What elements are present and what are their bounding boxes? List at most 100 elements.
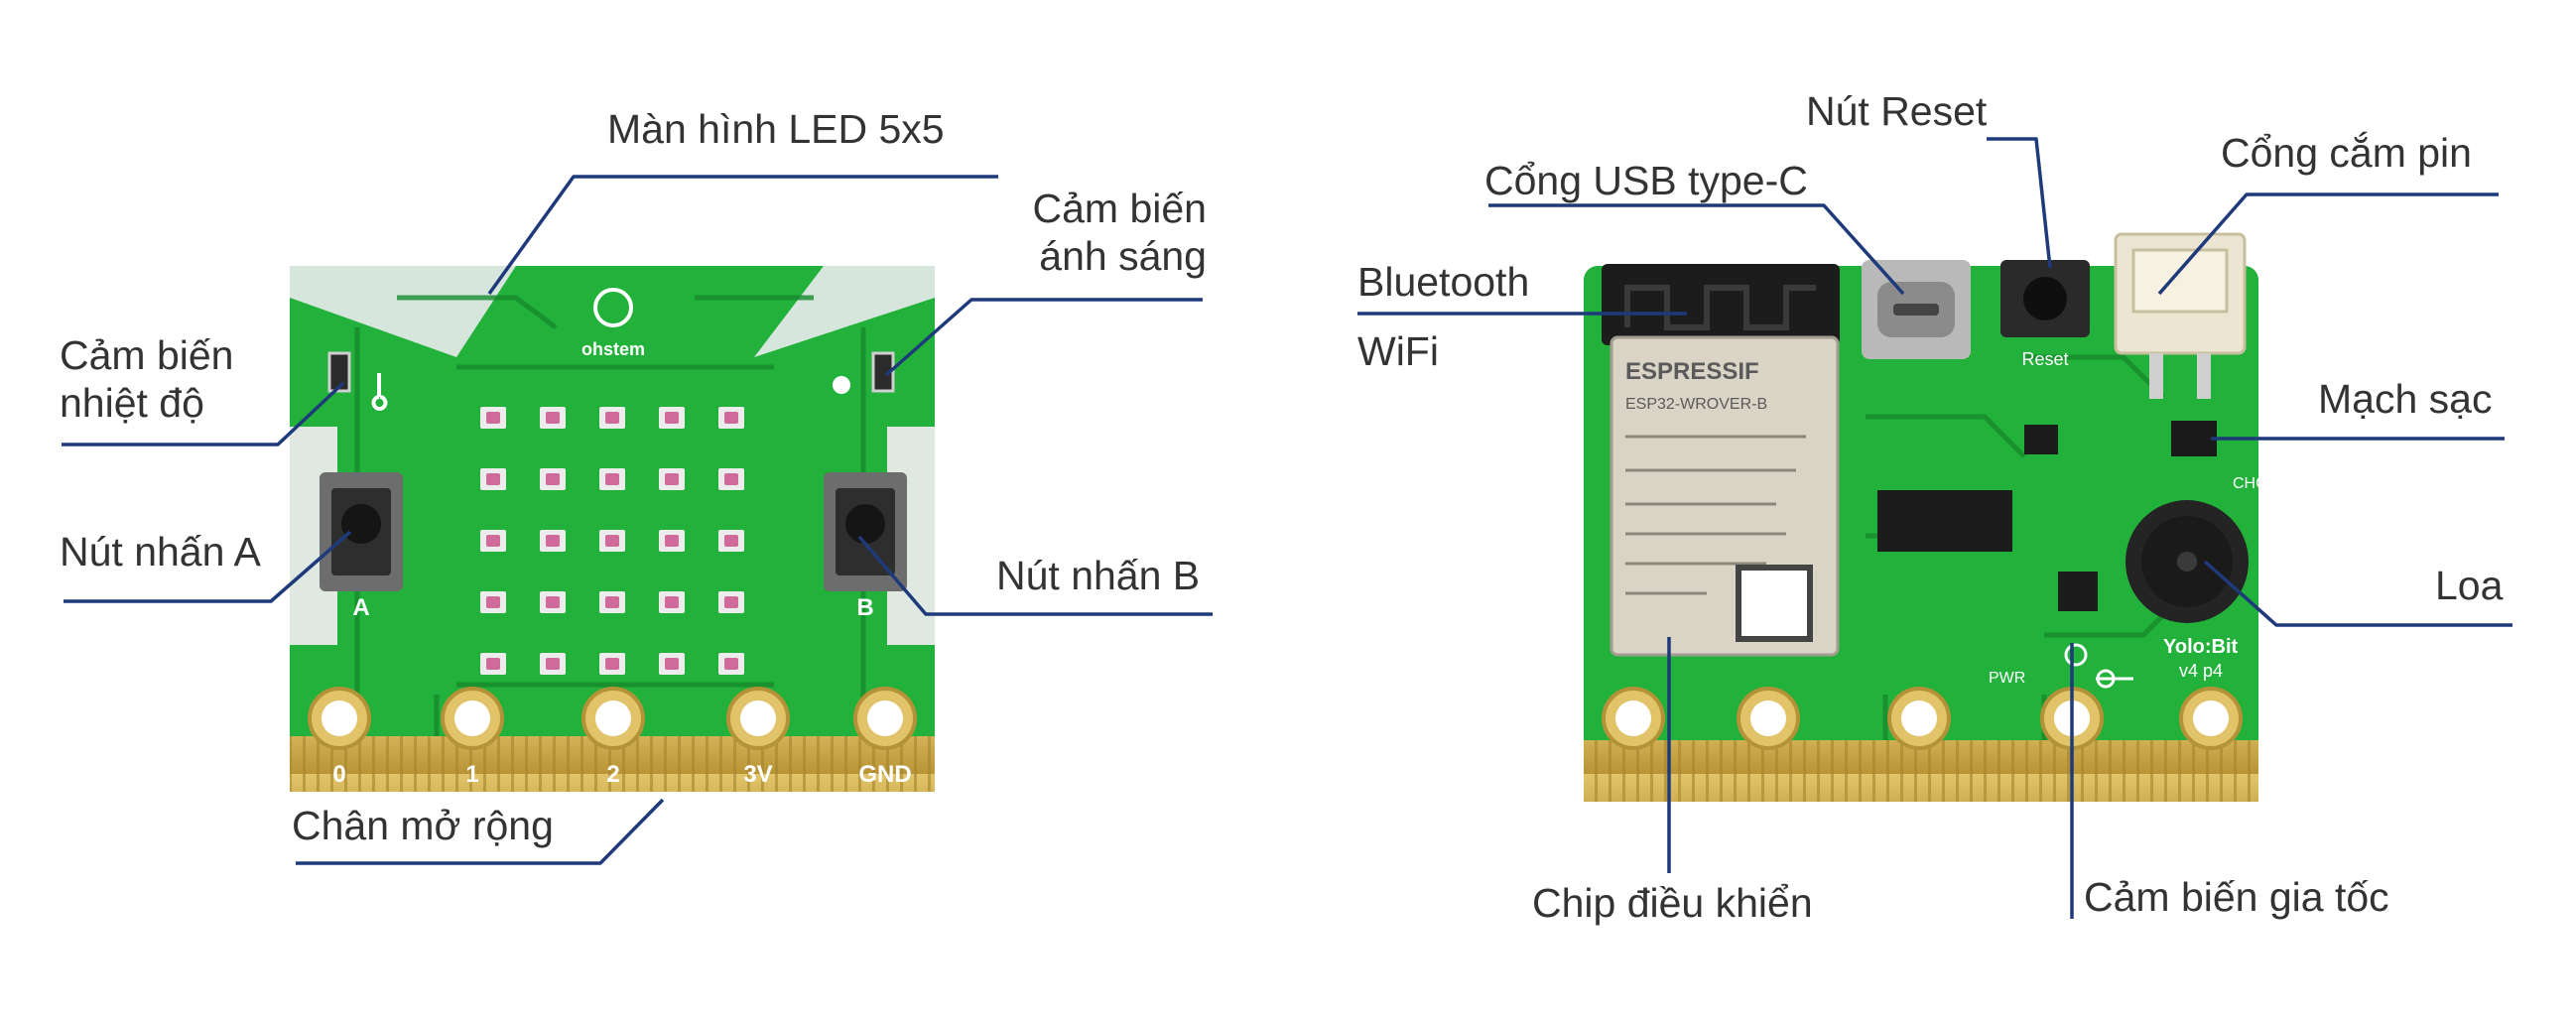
button-a[interactable]: A (320, 472, 403, 621)
led-r2-c2 (540, 468, 566, 490)
label-reset: Nút Reset (1806, 88, 1988, 134)
ohstem-logo-icon (593, 288, 633, 327)
led-r2-c1 (480, 468, 506, 490)
led-r4-c5 (718, 591, 744, 613)
reset-button[interactable]: Reset (2000, 260, 2090, 369)
reset-silk: Reset (2021, 349, 2068, 369)
back-pad-3 (1887, 687, 1951, 750)
label-usb: Cổng USB type-C (1484, 158, 1808, 203)
back-pad-2 (1737, 687, 1800, 750)
front-pad-4: 3V (726, 687, 790, 788)
led-r1-c4 (659, 407, 685, 429)
axis-icon (2064, 643, 2133, 689)
charging-ic (2171, 421, 2217, 456)
back-edge-connector (1584, 740, 2258, 802)
leader-light-sensor (884, 298, 1203, 377)
label-charging: Mạch sạc (2318, 376, 2493, 422)
front-board: ohstem A B 0 1 2 3V GND (290, 266, 935, 792)
front-frost-right (754, 266, 935, 357)
sun-icon (833, 376, 850, 394)
led-r1-c2 (540, 407, 566, 429)
back-board: ESPRESSIF ESP32-WROVER-B Reset C (1584, 232, 2268, 802)
led-r3-c5 (718, 530, 744, 552)
label-wifi: WiFi (1357, 328, 1439, 374)
main-ic (1877, 490, 2012, 552)
front-pad-5: GND (853, 687, 917, 788)
module-model: ESP32-WROVER-B (1625, 396, 1767, 413)
led-r5-c4 (659, 653, 685, 675)
label-temp-sensor-line2: nhiệt độ (60, 380, 204, 427)
led-r5-c2 (540, 653, 566, 675)
front-pad-3: 2 (581, 687, 645, 788)
button-b-letter: B (856, 594, 873, 621)
led-r4-c2 (540, 591, 566, 613)
chg-silk: CHG (2233, 475, 2268, 492)
board-name-1: Yolo:Bit (2163, 636, 2239, 658)
led-matrix (480, 407, 744, 675)
leader-usb (1488, 203, 1905, 296)
leader-button-a (64, 530, 352, 603)
led-r5-c3 (599, 653, 625, 675)
leader-reset (1987, 137, 2052, 269)
label-light-sensor-line1: Cảm biến (1032, 186, 1207, 231)
label-light-sensor: Cảm biến ánh sáng (972, 185, 1207, 281)
led-r1-c3 (599, 407, 625, 429)
label-controller-chip: Chip điều khiển (1532, 880, 1813, 926)
led-r5-c1 (480, 653, 506, 675)
led-r3-c4 (659, 530, 685, 552)
ohstem-logo-text: ohstem (581, 339, 645, 359)
led-r1-c5 (718, 407, 744, 429)
front-pads: 0 1 2 3V GND (308, 687, 917, 788)
leader-button-b (857, 535, 1213, 616)
thermometer-icon (371, 373, 388, 411)
front-pad-label: GND (858, 761, 911, 788)
label-light-sensor-line2: ánh sáng (1039, 233, 1207, 280)
led-r5-c5 (718, 653, 744, 675)
label-temp-sensor-line1: Cảm biến (60, 332, 234, 378)
board-name-2: v4 p4 (2179, 661, 2223, 681)
buzzer-speaker (2125, 500, 2249, 623)
led-r2-c3 (599, 468, 625, 490)
module-fine-print (1625, 435, 1806, 595)
label-button-b: Nút nhấn B (996, 553, 1201, 598)
front-pad-label: 1 (465, 761, 478, 788)
label-speaker: Loa (2435, 563, 2504, 608)
leader-led-screen (487, 175, 998, 296)
label-temp-sensor: Cảm biến nhiệt độ (60, 331, 233, 428)
usb-c-port (1862, 260, 1971, 359)
led-r4-c4 (659, 591, 685, 613)
front-pad-label: 0 (332, 761, 345, 788)
led-r4-c3 (599, 591, 625, 613)
leader-lines (62, 137, 2512, 919)
front-pad-label: 2 (606, 761, 619, 788)
module-brand: ESPRESSIF (1625, 358, 1759, 385)
small-ic-1 (2024, 425, 2058, 454)
led-r3-c3 (599, 530, 625, 552)
battery-connector (2114, 232, 2247, 399)
light-sensor-chip (871, 351, 895, 393)
led-r4-c1 (480, 591, 506, 613)
pwr-silk: PWR (1989, 670, 2025, 687)
button-b[interactable]: B (824, 472, 907, 621)
led-r3-c1 (480, 530, 506, 552)
front-frost-left (290, 266, 516, 357)
front-pad-2: 1 (441, 687, 504, 788)
label-expansion-pins: Chân mở rộng (292, 803, 554, 848)
back-pad-1 (1602, 687, 1665, 750)
led-r3-c2 (540, 530, 566, 552)
leader-temp-sensor (62, 381, 345, 446)
label-bluetooth: Bluetooth (1357, 259, 1530, 305)
front-pad-label: 3V (743, 761, 772, 788)
front-pcb (290, 266, 935, 792)
label-led-screen: Màn hình LED 5x5 (607, 106, 945, 152)
label-battery: Cổng cắm pin (2221, 130, 2472, 176)
antenna-trace (1624, 285, 1816, 330)
esp32-antenna (1602, 264, 1840, 345)
button-a-letter: A (352, 594, 369, 621)
led-r1-c1 (480, 407, 506, 429)
back-pad-5 (2179, 687, 2243, 750)
led-r2-c5 (718, 468, 744, 490)
led-r2-c4 (659, 468, 685, 490)
